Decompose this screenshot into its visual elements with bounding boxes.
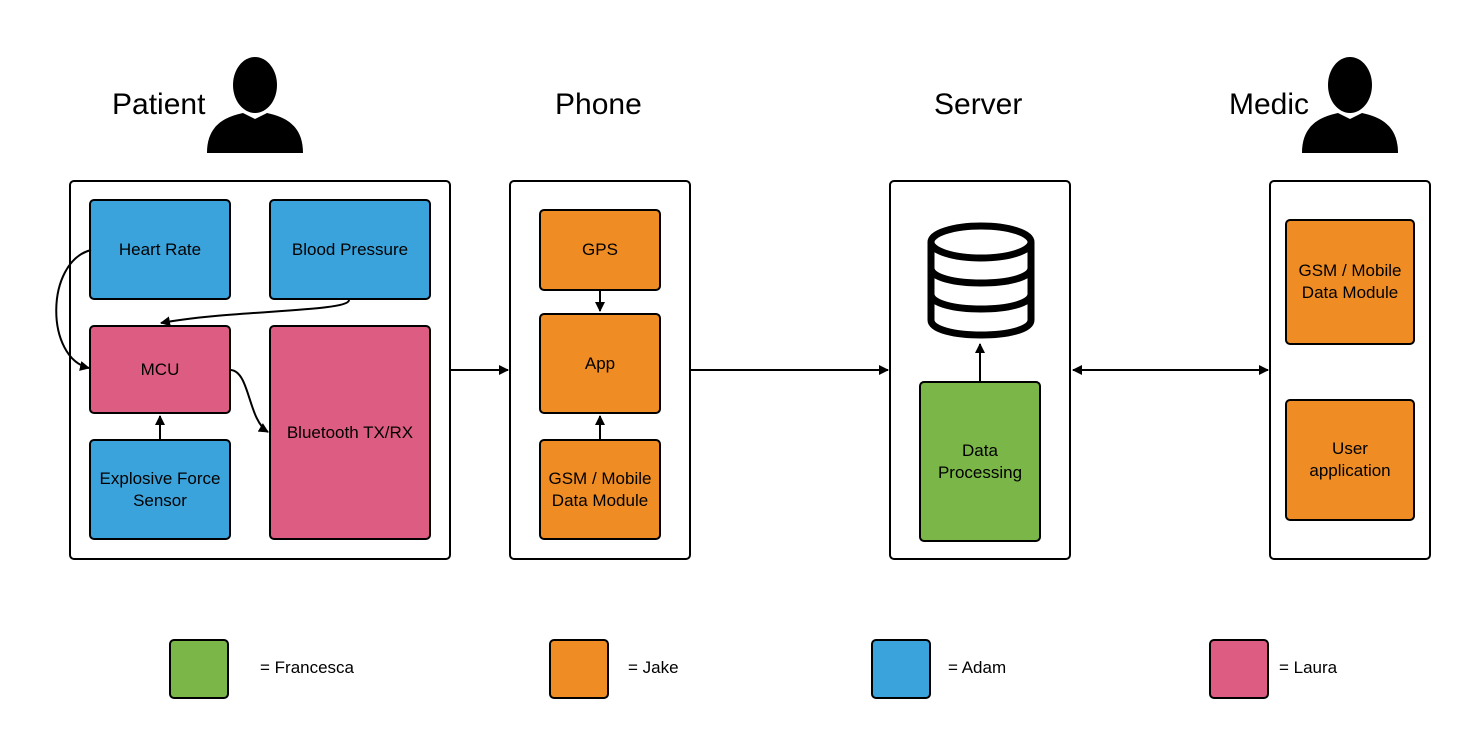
blood-pressure-box: Blood Pressure <box>269 199 431 300</box>
heart-rate-box: Heart Rate <box>89 199 231 300</box>
phone-gsm-box: GSM / Mobile Data Module <box>539 439 661 540</box>
gps-label: GPS <box>582 240 618 259</box>
server-heading: Server <box>934 88 1023 121</box>
app-label: App <box>584 353 616 373</box>
legend-swatch-laura <box>1209 639 1269 699</box>
medic-gsm-box: GSM / Mobile Data Module <box>1285 219 1415 345</box>
explosive-force-sensor-label: Explosive Force Sensor <box>99 468 221 510</box>
legend-label-adam: = Adam <box>948 658 1007 677</box>
app-box: App <box>539 313 661 414</box>
heart-rate-to-mcu-arrow <box>55 249 92 371</box>
mcu-box: MCU <box>89 325 231 414</box>
heart-rate-label: Heart Rate <box>118 239 202 259</box>
phone-heading: Phone <box>555 88 642 121</box>
legend-swatch-jake <box>549 639 609 699</box>
bluetooth-label: Bluetooth TX/RX <box>286 422 414 442</box>
patient-heading: Patient <box>112 88 206 121</box>
legend-swatch-francesca <box>169 639 229 699</box>
explosive-force-sensor-box: Explosive Force Sensor <box>89 439 231 540</box>
blood-pressure-to-mcu-arrow <box>160 299 350 327</box>
legend-swatch-adam <box>871 639 931 699</box>
medic-gsm-label: GSM / Mobile Data Module <box>1298 261 1402 302</box>
data-processing-label: Data Processing <box>937 440 1023 482</box>
database-icon <box>927 222 1035 339</box>
data-processing-box: Data Processing <box>919 381 1041 542</box>
mcu-to-bluetooth-arrow <box>230 369 269 433</box>
legend-label-francesca: = Francesca <box>260 658 355 677</box>
gps-box: GPS <box>539 209 661 291</box>
patient-person-icon <box>207 57 303 153</box>
legend-label-jake: = Jake <box>628 658 679 677</box>
medic-person-icon <box>1302 57 1398 153</box>
legend-label-laura: = Laura <box>1279 658 1338 677</box>
user-application-box: User application <box>1285 399 1415 521</box>
user-application-label: User application <box>1309 439 1391 480</box>
blood-pressure-label: Blood Pressure <box>291 239 409 259</box>
bluetooth-box: Bluetooth TX/RX <box>269 325 431 540</box>
mcu-label: MCU <box>140 359 180 379</box>
medic-heading: Medic <box>1229 88 1310 121</box>
phone-gsm-label: GSM / Mobile Data Module <box>548 468 652 510</box>
